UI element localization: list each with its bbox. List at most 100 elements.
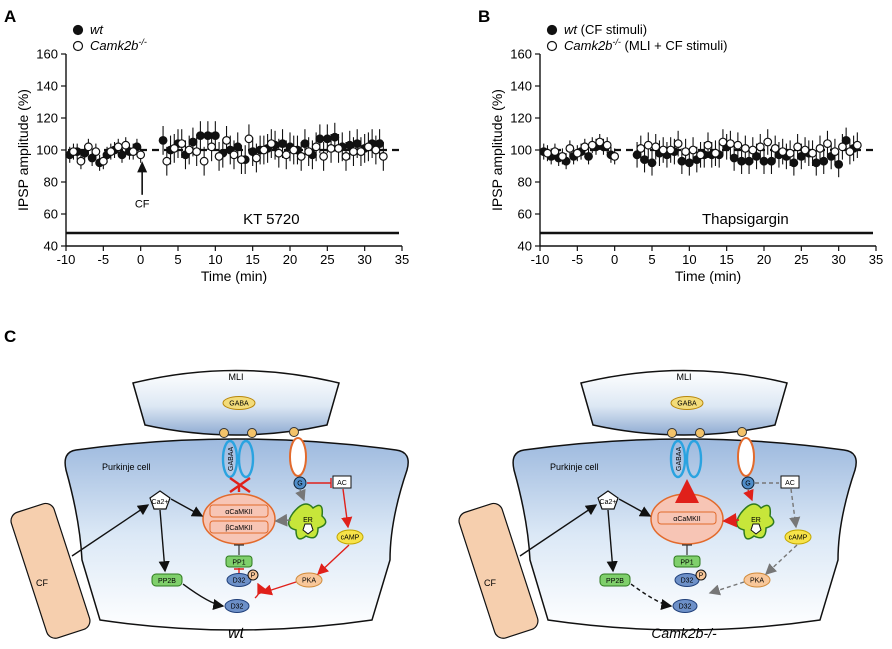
inhibit-d32-pp1 bbox=[234, 568, 244, 573]
pka-label: PKA bbox=[302, 578, 316, 585]
legend-label: Camk2b-/- (MLI + CF stimuli) bbox=[564, 37, 727, 53]
data-point bbox=[274, 148, 284, 158]
g-label: G bbox=[297, 481, 302, 488]
arrow-pp2b-d32 bbox=[630, 583, 673, 611]
alpha-camkii-box bbox=[657, 511, 717, 525]
data-point bbox=[349, 147, 358, 157]
data-point bbox=[838, 142, 847, 152]
ca-label: Ca2+ bbox=[600, 499, 617, 506]
data-point bbox=[192, 147, 202, 157]
data-point bbox=[289, 145, 299, 155]
data-point bbox=[800, 145, 810, 155]
legend-label: wt (CF stimuli) bbox=[564, 22, 647, 37]
data-point bbox=[326, 143, 336, 153]
data-point bbox=[602, 140, 612, 150]
x-tick-label: 25 bbox=[320, 252, 334, 267]
arrow-g-er bbox=[743, 488, 754, 502]
gaba-molecule bbox=[667, 428, 677, 438]
ac-label: AC bbox=[785, 480, 795, 487]
purkinje-label: Purkinje cell bbox=[102, 462, 151, 472]
data-point bbox=[210, 131, 220, 141]
data-point bbox=[162, 156, 172, 166]
arrow-ca-camkii bbox=[170, 498, 204, 517]
data-point bbox=[330, 132, 340, 142]
x-tick-label: 5 bbox=[648, 252, 655, 267]
data-point bbox=[278, 139, 287, 149]
gabaa-label: GABAA bbox=[228, 447, 235, 471]
data-point bbox=[845, 147, 855, 157]
y-tick-label: 140 bbox=[36, 79, 58, 94]
data-point bbox=[158, 135, 168, 145]
data-point bbox=[91, 147, 101, 157]
data-point bbox=[558, 151, 567, 161]
data-point bbox=[647, 158, 657, 168]
gabaa-receptor bbox=[669, 439, 687, 479]
data-point bbox=[251, 153, 261, 163]
gaba-vesicle bbox=[670, 396, 704, 410]
x-axis-title: Time (min) bbox=[675, 268, 741, 284]
ca-er bbox=[302, 523, 314, 535]
x-tick-label: 15 bbox=[245, 252, 259, 267]
x-tick-label: 10 bbox=[682, 252, 696, 267]
arrow-d32-cycle bbox=[254, 582, 268, 599]
legend-marker bbox=[546, 24, 558, 36]
inhibit-pp1-camkii bbox=[682, 544, 692, 555]
data-point bbox=[128, 147, 138, 157]
data-point bbox=[815, 143, 825, 153]
data-point bbox=[281, 150, 291, 160]
data-point bbox=[718, 137, 728, 147]
data-point bbox=[311, 142, 321, 152]
data-point bbox=[300, 139, 310, 149]
y-tick-label: 140 bbox=[510, 79, 532, 94]
g-label: G bbox=[745, 481, 750, 488]
data-point bbox=[684, 158, 694, 168]
data-point bbox=[319, 151, 329, 161]
gaba-molecule bbox=[219, 428, 229, 438]
data-point bbox=[188, 137, 198, 147]
arrow-er-camkii bbox=[274, 513, 292, 527]
camp bbox=[336, 529, 364, 545]
data-point bbox=[789, 158, 799, 168]
data-point bbox=[852, 140, 862, 150]
pp1-box bbox=[225, 555, 253, 568]
gabab-receptor bbox=[289, 437, 307, 477]
d32-label: D32 bbox=[233, 578, 246, 585]
data-point bbox=[322, 134, 332, 144]
data-point bbox=[681, 147, 690, 157]
data-point bbox=[259, 145, 269, 155]
data-point bbox=[770, 143, 780, 153]
d32-label: D32 bbox=[679, 604, 692, 611]
y-axis-title: IPSP amplitude (%) bbox=[489, 89, 505, 211]
camkii-complex bbox=[202, 493, 276, 545]
arrow-ac-camp bbox=[789, 488, 801, 529]
gaba-molecule bbox=[737, 427, 747, 437]
data-point bbox=[640, 155, 649, 165]
x-tick-label: -5 bbox=[572, 252, 584, 267]
beta-camkii-box bbox=[209, 520, 269, 534]
x-axis-title: Time (min) bbox=[201, 268, 267, 284]
pp2b-label: PP2B bbox=[158, 578, 176, 585]
data-point bbox=[572, 148, 582, 158]
y-tick-label: 100 bbox=[36, 143, 58, 158]
x-tick-label: 35 bbox=[395, 252, 409, 267]
y-tick-label: 120 bbox=[510, 111, 532, 126]
camp-label: cAMP bbox=[341, 535, 360, 542]
er-label: ER bbox=[751, 517, 761, 524]
arrow-cf-ca bbox=[71, 504, 150, 557]
data-point bbox=[834, 159, 844, 169]
legend-label: wt bbox=[90, 22, 104, 37]
data-point bbox=[356, 147, 366, 157]
data-point bbox=[371, 145, 381, 155]
cf-arrow-head bbox=[137, 161, 148, 173]
y-tick-label: 60 bbox=[44, 207, 58, 222]
data-point bbox=[610, 151, 620, 161]
data-point bbox=[778, 147, 788, 157]
data-point bbox=[677, 156, 687, 166]
y-tick-label: 160 bbox=[36, 47, 58, 62]
ac-box bbox=[332, 475, 352, 489]
arrow-g-er bbox=[295, 488, 306, 502]
data-point bbox=[207, 142, 217, 152]
beta-camkii-label: βCaMKII bbox=[225, 525, 252, 532]
data-point bbox=[106, 147, 116, 157]
